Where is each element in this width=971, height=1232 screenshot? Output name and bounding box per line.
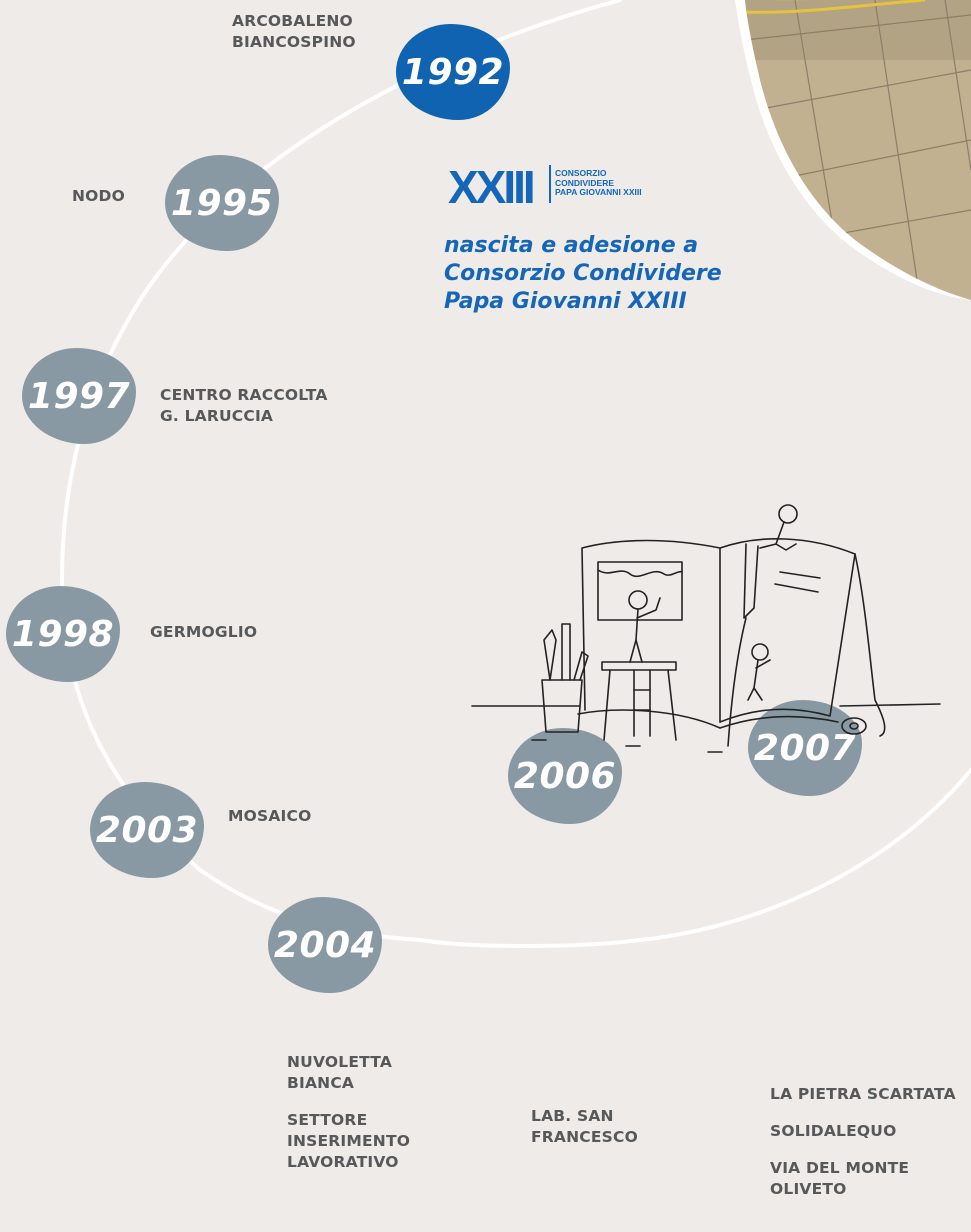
entry-line: SOLIDALEQUO — [770, 1122, 897, 1140]
year-2003[interactable]: 2003 — [90, 782, 204, 878]
tagline: nascita e adesione a Consorzio Condivide… — [444, 232, 722, 316]
year-1997[interactable]: 1997 — [22, 348, 136, 444]
entry-line: GERMOGLIO — [150, 623, 258, 641]
entry-line: NUVOLETTA — [287, 1053, 393, 1071]
entry-line: BIANCOSPINO — [232, 33, 356, 51]
tagline-line: Consorzio Condividere — [444, 261, 722, 286]
label-2007: LA PIETRA SCARTATA SOLIDALEQUO VIA DEL M… — [770, 1084, 956, 1200]
logo-line: CONSORZIO — [555, 168, 607, 178]
logo-line: PAPA GIOVANNI XXIII — [555, 187, 642, 197]
logo-text: CONSORZIO CONDIVIDERE PAPA GIOVANNI XXII… — [555, 168, 642, 198]
xxiii-logo-mark: XXIII — [448, 161, 536, 209]
floor-photo — [735, 0, 971, 300]
label-1992: ARCOBALENO BIANCOSPINO — [232, 11, 356, 53]
book-illustration — [471, 504, 941, 753]
entry-line: LAB. SAN — [531, 1107, 614, 1125]
entry-line: INSERIMENTO — [287, 1132, 411, 1150]
spacer — [770, 1142, 956, 1158]
label-2006: LAB. SAN FRANCESCO — [531, 1106, 638, 1148]
logo-mark-text: XXIII — [448, 161, 533, 209]
entry-line: BIANCA — [287, 1074, 355, 1092]
logo-line: CONDIVIDERE — [555, 177, 615, 188]
year-1995[interactable]: 1995 — [165, 155, 279, 251]
label-2003: MOSAICO — [228, 806, 311, 827]
logo-separator — [549, 165, 551, 203]
consorzio-logo: XXIII CONSORZIO CONDIVIDERE PAPA GIOVANN… — [448, 157, 688, 209]
year-2006[interactable]: 2006 — [508, 728, 622, 824]
spacer — [770, 1105, 956, 1121]
entry-line: LAVORATIVO — [287, 1153, 399, 1171]
label-2004: NUVOLETTA BIANCA SETTORE INSERIMENTO LAV… — [287, 1052, 410, 1173]
entry-line: VIA DEL MONTE — [770, 1159, 910, 1177]
label-1998: GERMOGLIO — [150, 622, 257, 643]
year-1992[interactable]: 1992 — [396, 24, 510, 120]
label-1995: NODO — [72, 186, 125, 207]
tagline-line: nascita e adesione a — [444, 233, 699, 258]
entry-line: G. LARUCCIA — [160, 407, 274, 425]
year-2004[interactable]: 2004 — [268, 897, 382, 993]
entry-line: LA PIETRA SCARTATA — [770, 1085, 956, 1103]
entry-line: OLIVETO — [770, 1180, 847, 1198]
entry-line: NODO — [72, 187, 125, 205]
entry-line: MOSAICO — [228, 807, 312, 825]
entry-line: SETTORE — [287, 1111, 368, 1129]
spacer — [287, 1094, 410, 1110]
year-2007[interactable]: 2007 — [748, 700, 862, 796]
entry-line: ARCOBALENO — [232, 12, 353, 30]
label-1997: CENTRO RACCOLTA G. LARUCCIA — [160, 385, 328, 427]
entry-line: CENTRO RACCOLTA — [160, 386, 328, 404]
year-1998[interactable]: 1998 — [6, 586, 120, 682]
tagline-line: Papa Giovanni XXIII — [444, 289, 687, 314]
entry-line: FRANCESCO — [531, 1128, 638, 1146]
